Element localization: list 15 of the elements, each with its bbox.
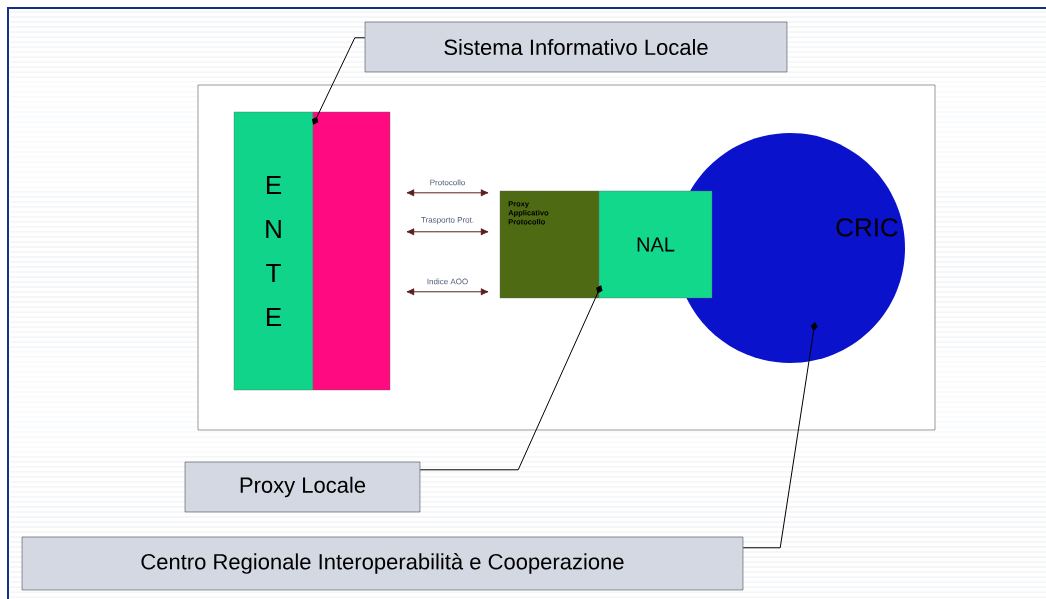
callout-box: Proxy Locale	[184, 461, 421, 513]
double-arrow	[406, 228, 489, 236]
edge-label: Indice AOO	[427, 278, 468, 285]
edge-label: Trasporto Prot.	[421, 217, 474, 225]
callout-box: Sistema Informativo Locale	[364, 21, 788, 73]
column-box: E N T E	[233, 111, 314, 391]
callout-box: Centro Regionale Interoperabilità e Cooperazione	[21, 536, 744, 591]
double-arrow	[406, 189, 489, 197]
column-box	[312, 111, 391, 391]
leader-line	[312, 37, 366, 125]
double-arrow	[406, 288, 489, 296]
process-box: NAL	[598, 190, 713, 299]
edge-label: Protocollo	[430, 179, 465, 186]
leader-line	[742, 322, 818, 549]
leader-line	[419, 285, 603, 471]
